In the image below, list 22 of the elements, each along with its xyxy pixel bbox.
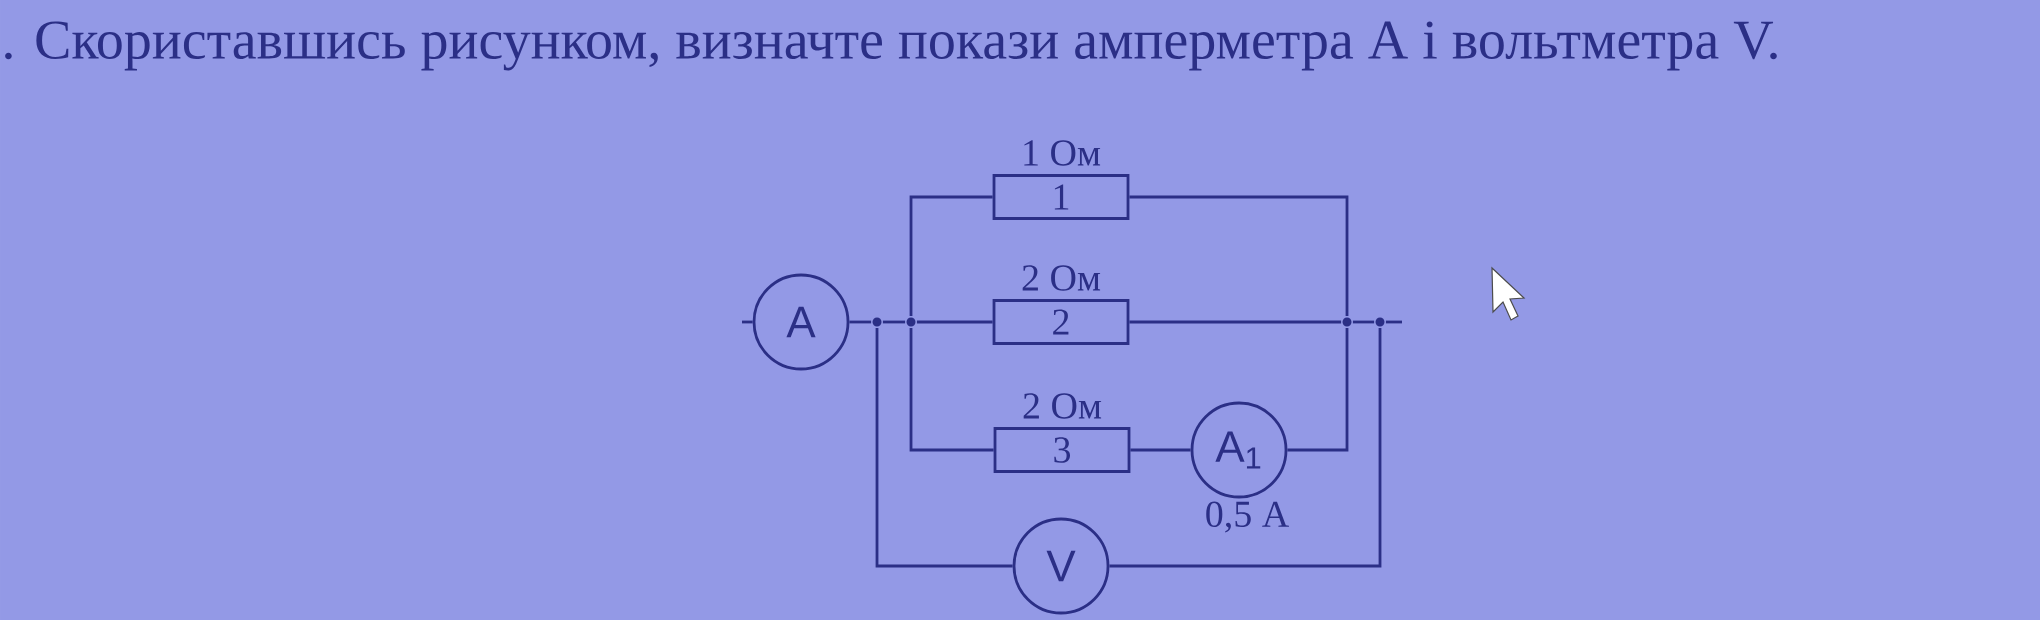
resistor: 2 bbox=[992, 299, 1130, 345]
wire bbox=[1109, 327, 1382, 568]
value-label: 2 Ом bbox=[1022, 265, 1101, 291]
value-label: 0,5 A bbox=[1206, 501, 1289, 533]
resistor: 3 bbox=[993, 427, 1131, 473]
wire bbox=[909, 327, 994, 452]
value-label: 2 Ом bbox=[1023, 393, 1102, 419]
wire bbox=[742, 320, 753, 324]
wire bbox=[875, 327, 1013, 568]
question-text: . Скориставшись рисунком, визначте покази амперметра A і вольтметра V. bbox=[5, 21, 1777, 71]
wire bbox=[916, 320, 993, 324]
resistor: 1 bbox=[992, 174, 1130, 220]
wire bbox=[849, 320, 872, 324]
wire bbox=[1352, 320, 1375, 324]
wire bbox=[1130, 448, 1191, 452]
wire bbox=[1385, 320, 1402, 324]
wire bbox=[1129, 195, 1349, 317]
wire bbox=[1287, 327, 1349, 452]
wire bbox=[909, 195, 993, 317]
wire bbox=[882, 320, 906, 324]
wire bbox=[1129, 320, 1342, 324]
value-label: 1 Ом bbox=[1024, 140, 1101, 166]
